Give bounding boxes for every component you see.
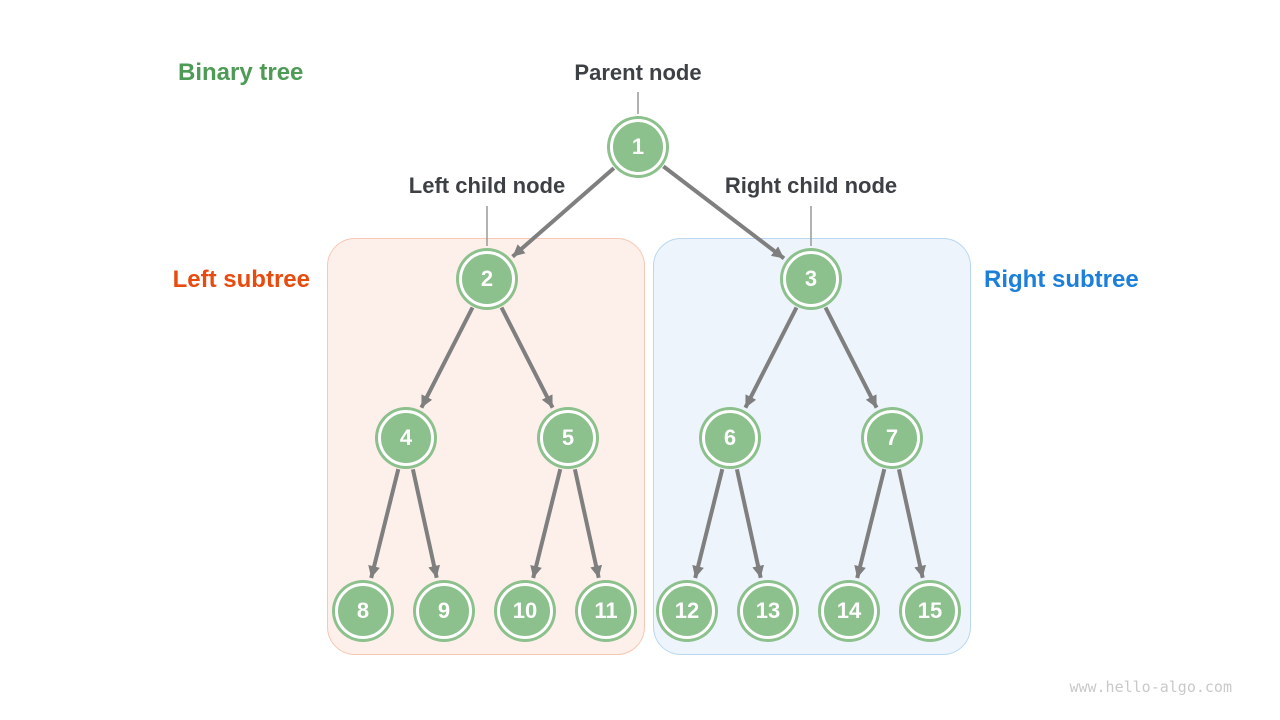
edge-1-2: [511, 166, 616, 259]
left-child-node-annotation: Left child node: [408, 173, 566, 198]
tree-node-4: 4: [378, 410, 434, 466]
tree-node-12: 12: [659, 583, 715, 639]
edge-5-11: [572, 468, 602, 579]
edge-3-7: [823, 306, 879, 409]
edge-6-13: [734, 468, 764, 579]
tree-node-value: 10: [512, 598, 538, 623]
tree-node-value: 7: [885, 425, 899, 450]
tree-node-5: 5: [540, 410, 596, 466]
tree-node-1: 1: [610, 119, 666, 175]
tree-node-10: 10: [497, 583, 553, 639]
tree-node-6: 6: [702, 410, 758, 466]
left-subtree-label: Left subtree: [172, 266, 310, 293]
edge-5-10: [530, 468, 563, 579]
tree-node-value: 11: [594, 598, 618, 623]
tree-node-value: 14: [836, 598, 862, 623]
tree-node-11: 11: [578, 583, 634, 639]
tree-node-value: 2: [480, 266, 494, 291]
tree-node-value: 1: [631, 134, 645, 159]
tree-node-value: 4: [399, 425, 413, 450]
edge-3-6: [743, 306, 799, 409]
edge-2-4: [419, 306, 475, 409]
tree-node-8: 8: [335, 583, 391, 639]
edge-1-3: [662, 164, 786, 260]
tree-node-7: 7: [864, 410, 920, 466]
right-child-node-annotation: Right child node: [724, 173, 898, 198]
edge-2-5: [499, 306, 555, 409]
tree-node-2: 2: [459, 251, 515, 307]
edge-4-9: [410, 468, 440, 579]
tree-node-value: 15: [917, 598, 943, 623]
watermark: www.hello-algo.com: [1069, 678, 1232, 696]
tree-node-value: 3: [804, 266, 818, 291]
edge-7-14: [854, 468, 887, 579]
tree-node-value: 6: [723, 425, 737, 450]
tree-node-value: 5: [561, 425, 575, 450]
parent-node-annotation: Parent node: [574, 60, 702, 85]
tree-node-14: 14: [821, 583, 877, 639]
edge-4-8: [368, 468, 401, 579]
tree-node-15: 15: [902, 583, 958, 639]
tree-node-9: 9: [416, 583, 472, 639]
tree-node-value: 9: [437, 598, 451, 623]
tree-node-3: 3: [783, 251, 839, 307]
right-subtree-label: Right subtree: [984, 266, 1139, 293]
tree-node-value: 12: [674, 598, 700, 623]
tree-node-value: 13: [755, 598, 781, 623]
tree-node-13: 13: [740, 583, 796, 639]
tree-node-value: 8: [356, 598, 370, 623]
diagram-title: Binary tree: [178, 59, 304, 86]
edge-7-15: [896, 468, 926, 579]
edge-6-12: [692, 468, 725, 579]
